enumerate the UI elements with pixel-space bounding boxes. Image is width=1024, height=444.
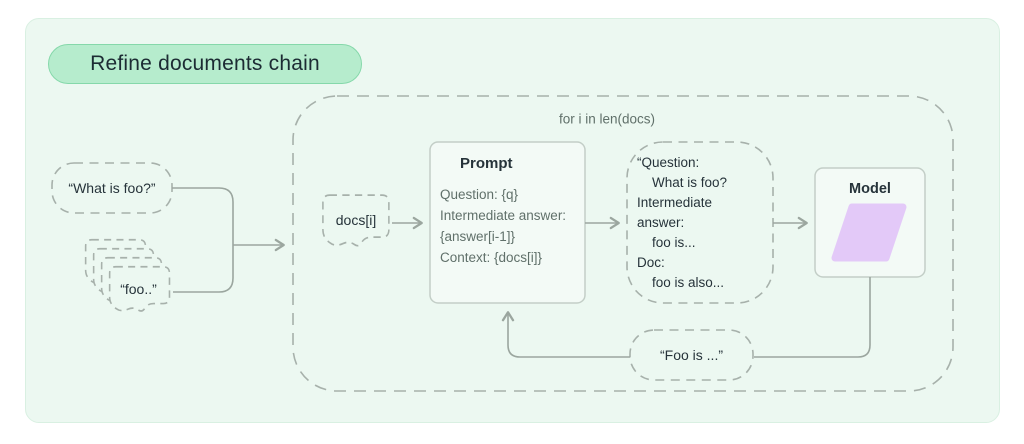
prompt-line: Context: {docs[i]} [440,250,543,265]
answer-bubble-label: “Foo is ...” [659,347,723,363]
loop-label: for i in len(docs) [558,111,656,127]
context-bubble-text: “Question: What is foo? Intermediate ans… [637,153,769,293]
prompt-line: {answer[i-1]} [440,229,516,244]
context-line: What is foo? [652,175,728,190]
context-line: “Question: [637,155,700,170]
model-title: Model [849,181,891,197]
context-line: answer: [637,215,685,230]
prompt-line: Intermediate answer: [440,208,567,223]
title-badge: Refine documents chain [48,44,362,84]
docs-stack-label: “foo..” [120,281,157,297]
prompt-body: Question: {q} Intermediate answer: {answ… [440,184,580,268]
context-line: Doc: [637,255,665,270]
context-line: foo is also... [652,275,725,290]
doc-item-label: docs[i] [335,212,377,228]
context-line: foo is... [652,235,696,250]
question-bubble-label: “What is foo?” [68,180,156,196]
prompt-title: Prompt [460,155,513,172]
context-line: Intermediate [637,195,713,210]
prompt-line: Question: {q} [440,187,519,202]
